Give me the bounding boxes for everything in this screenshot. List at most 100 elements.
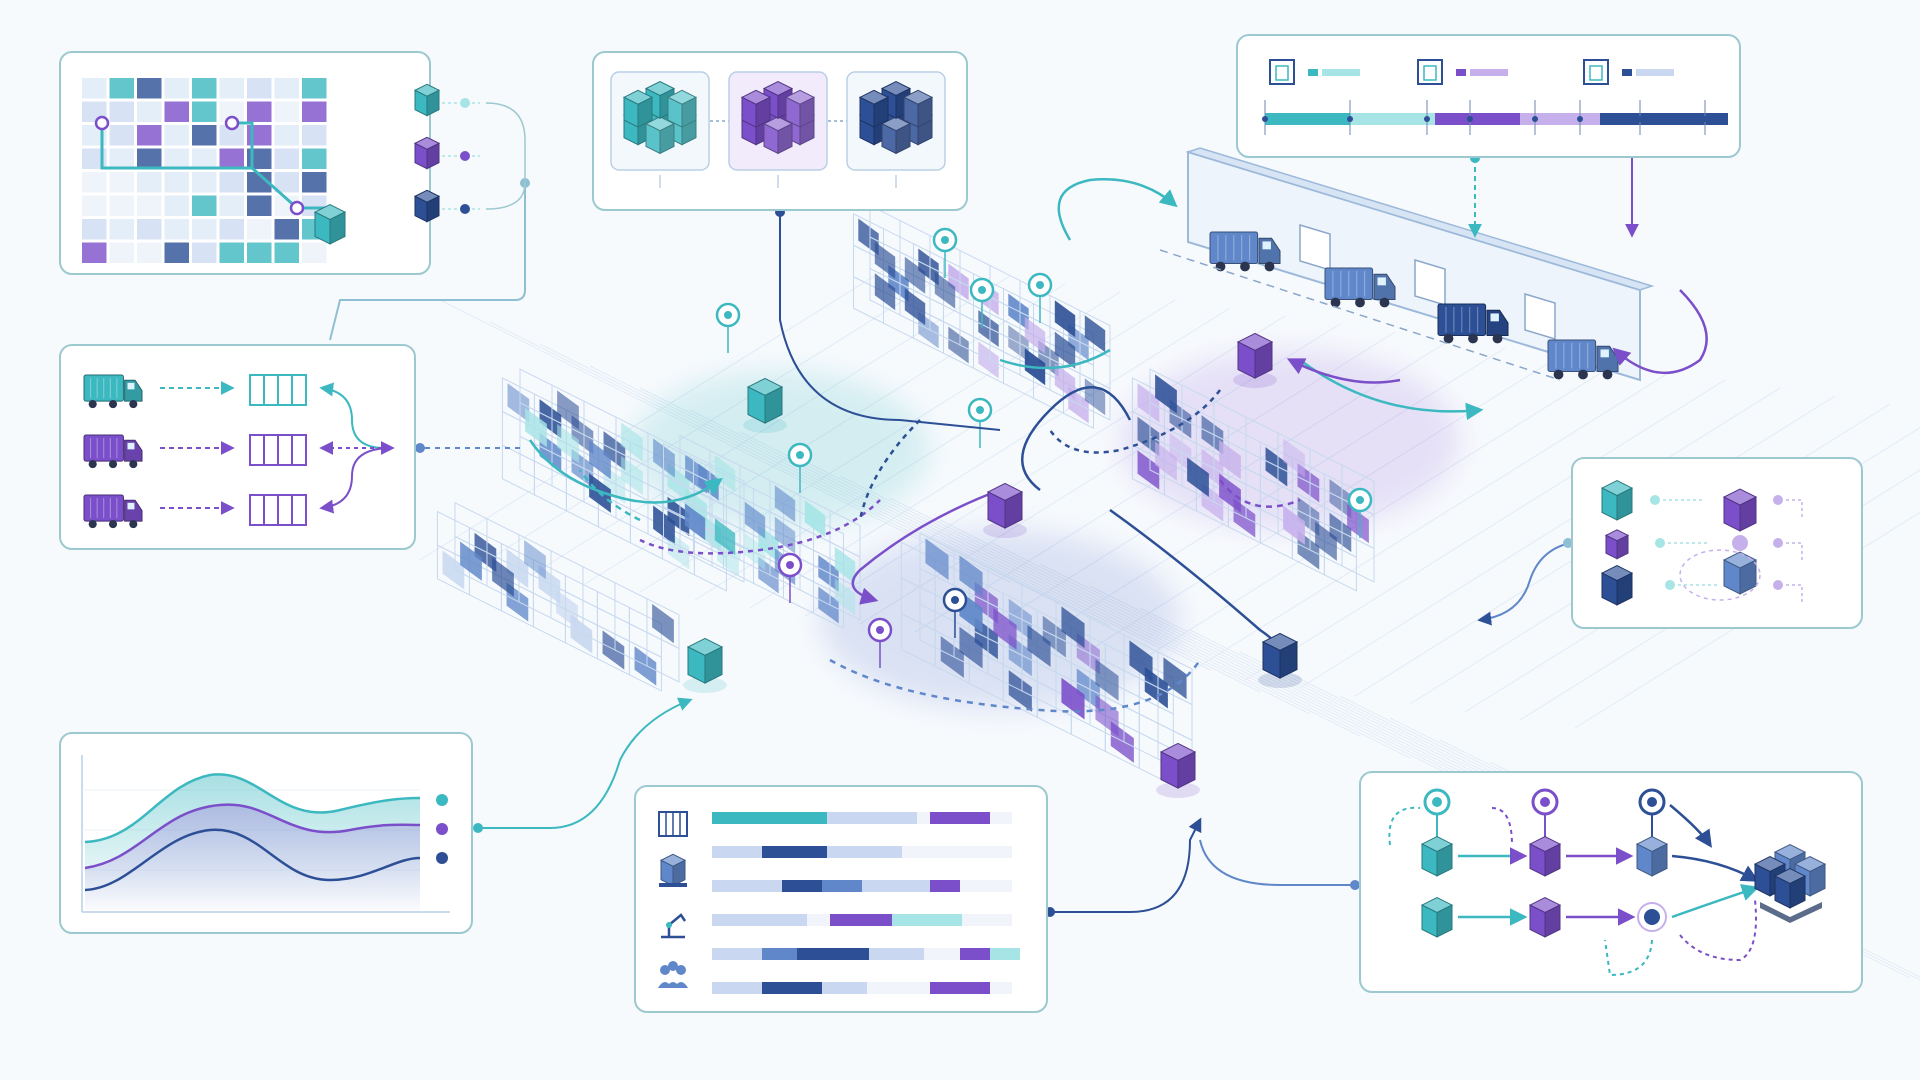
storage-cell <box>247 219 272 240</box>
cube-right <box>1616 572 1633 606</box>
rack-box <box>818 586 839 624</box>
timeline-dot <box>1262 116 1268 122</box>
flow-dashed <box>1388 806 1421 846</box>
cube-cluster-panel[interactable] <box>592 51 968 211</box>
floating-cube-icon <box>986 482 1024 529</box>
rack-box <box>948 263 969 301</box>
dock-timeline-panel[interactable] <box>1236 34 1741 158</box>
flow-path-purple-1 <box>851 488 1001 605</box>
cluster-cube-icon <box>622 89 654 128</box>
cube-right <box>1739 559 1757 595</box>
storage-cell <box>247 101 272 122</box>
cube-right <box>1177 751 1196 789</box>
cube-right <box>1809 863 1826 897</box>
node-pin-dot <box>1432 797 1442 807</box>
truck-wheel <box>108 460 118 469</box>
legend-cube-icon <box>413 189 441 223</box>
arm-joint <box>666 922 672 928</box>
rack-box <box>834 546 856 584</box>
trend-chart-panel[interactable] <box>59 732 473 934</box>
truck-window <box>1490 313 1499 322</box>
floating-cube-icon <box>686 637 724 684</box>
connector-dot <box>415 443 425 453</box>
storage-cell <box>274 242 299 263</box>
rack-box <box>1283 505 1305 545</box>
cube-right <box>681 96 697 128</box>
pallet-base <box>1760 902 1822 923</box>
location-pins <box>715 227 1373 668</box>
rack-box <box>1137 450 1160 490</box>
storage-cell <box>164 101 189 122</box>
cube-right <box>426 142 440 170</box>
rack-box <box>621 455 643 496</box>
flow-node-cube-icon <box>1635 836 1669 877</box>
storage-cell <box>164 78 189 99</box>
rack-box <box>507 383 530 423</box>
storage-cell <box>219 242 244 263</box>
rack-icon <box>658 811 688 837</box>
floor-flow-paths <box>528 348 1484 713</box>
gantt-bar <box>827 846 902 858</box>
flow-network-panel[interactable] <box>1359 771 1863 993</box>
rack-box <box>717 537 739 577</box>
rack-box <box>1054 300 1076 338</box>
sku-legend-panel[interactable] <box>1571 457 1863 629</box>
rack-box <box>634 646 657 686</box>
storage-cell <box>192 242 217 263</box>
gantt-panel[interactable] <box>634 785 1048 1013</box>
series-legend-dot <box>436 823 448 835</box>
storage-grid-panel[interactable] <box>59 51 526 275</box>
timeline-segment <box>1600 113 1728 125</box>
door-panel <box>1589 65 1603 81</box>
location-pin-icon <box>867 617 893 668</box>
timeline-dot <box>1467 116 1473 122</box>
rack-box <box>993 608 1017 650</box>
connector-sku-panel <box>1477 542 1571 626</box>
cube-right <box>637 96 653 128</box>
grid-line <box>1244 379 1726 681</box>
storage-cell <box>219 125 244 146</box>
trend-chart <box>81 755 450 913</box>
rack-box <box>1265 447 1288 487</box>
cube-right <box>1616 487 1633 521</box>
cluster-cube-icon <box>880 116 912 155</box>
truck-window <box>127 442 135 450</box>
truck-wheel <box>1492 333 1503 344</box>
timeline-dot <box>1637 116 1643 122</box>
output-pallet-icon <box>1753 844 1827 923</box>
storage-cell <box>247 172 272 193</box>
cube-shadow <box>983 522 1027 538</box>
timeline-segment <box>1350 113 1435 125</box>
pin-dot <box>976 406 984 414</box>
rack-box <box>934 271 956 309</box>
storage-cell <box>137 219 162 240</box>
rack-box <box>442 550 465 590</box>
cube-right <box>426 195 440 223</box>
rack-box <box>1347 503 1369 544</box>
sku-cube-icon <box>1604 529 1630 560</box>
inbound-trucks-panel[interactable] <box>59 344 416 550</box>
dock-door-icon <box>1269 59 1295 85</box>
dock-timeline <box>1262 59 1728 135</box>
stacked-box <box>1773 868 1807 909</box>
rack-cluster-purple <box>1131 368 1375 592</box>
sku-dot <box>1655 538 1665 548</box>
truck-wheel <box>129 400 138 409</box>
timeline-segment <box>1265 113 1350 125</box>
storage-cell <box>82 219 107 240</box>
storage-cell <box>192 148 217 169</box>
rack-cluster-southwest <box>436 501 680 692</box>
rack-box <box>652 603 674 644</box>
rack-box <box>1283 438 1305 478</box>
gantt-bar <box>990 948 1020 960</box>
sku-legend <box>1600 480 1803 606</box>
cube-right <box>777 122 793 155</box>
floating-cube-markers <box>683 332 1302 798</box>
sku-dot <box>1650 495 1660 505</box>
rack-box <box>557 423 579 464</box>
door-status-bar <box>1456 69 1466 76</box>
flow-node-cube-icon <box>1528 897 1562 938</box>
rack-box <box>948 326 969 364</box>
rack-icon <box>249 494 307 526</box>
